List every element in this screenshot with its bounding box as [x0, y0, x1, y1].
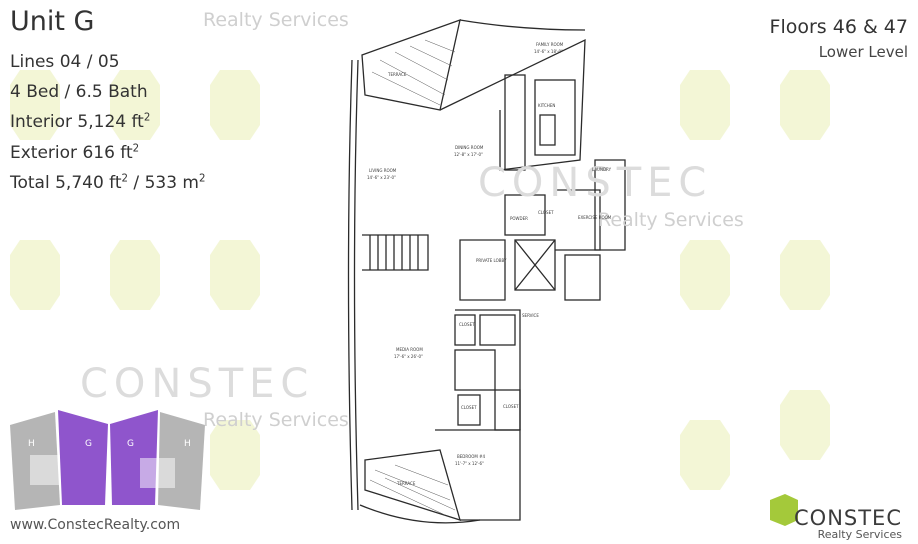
keyplan-label-g-left: G	[85, 439, 92, 449]
room-closet-a: CLOSET	[538, 210, 554, 215]
room-bedroom-dim: 11'-7" x 12'-6"	[455, 461, 484, 466]
watermark-realty-right: Realty Services	[598, 209, 744, 231]
room-private-lobby-1: PRIVATE LOBBY	[476, 258, 507, 263]
watermark-constec-right: CONSTEC	[478, 160, 713, 206]
watermark-realty-left: Realty Services	[203, 409, 349, 431]
website-link[interactable]: www.ConstecRealty.com	[10, 517, 181, 533]
logo-name: CONSTEC	[794, 506, 902, 530]
terrace-hatching	[369, 39, 456, 516]
spec-total: Total 5,740 ft2 / 533 m2	[10, 173, 206, 193]
room-dining: DINING ROOM	[455, 145, 484, 150]
keyplan-label-h-left: H	[28, 439, 35, 449]
room-media-dim: 17'-6" x 26'-0"	[394, 354, 423, 359]
floor-plan	[347, 18, 626, 524]
keyplan-label-g-right: G	[127, 439, 134, 449]
room-bedroom: BEDROOM #4	[457, 454, 486, 459]
room-closet-d: CLOSET	[503, 404, 519, 409]
room-service: SERVICE	[522, 313, 539, 318]
spec-interior: Interior 5,124 ft2	[10, 112, 151, 132]
watermark-constec-left: CONSTEC	[80, 361, 315, 407]
background-pattern	[10, 70, 830, 490]
room-powder: POWDER	[510, 216, 528, 221]
unit-title: Unit G	[10, 6, 95, 37]
spec-exterior: Exterior 616 ft2	[10, 143, 140, 163]
spec-lines: Lines 04 / 05	[10, 52, 120, 72]
key-plan	[10, 410, 205, 510]
room-closet-b: CLOSET	[459, 322, 475, 327]
room-dining-dim: 12'-8" x 17'-0"	[454, 152, 483, 157]
room-terrace-top: TERRACE	[388, 72, 407, 77]
room-closet-c: CLOSET	[461, 405, 477, 410]
room-living: LIVING ROOM	[369, 168, 397, 173]
floors-label: Floors 46 & 47	[769, 16, 908, 38]
room-exercise: EXERCISE ROOM	[578, 215, 612, 220]
room-media: MEDIA ROOM	[396, 347, 423, 352]
constec-logo-icon	[770, 494, 798, 526]
spec-beds: 4 Bed / 6.5 Bath	[10, 82, 148, 102]
room-laundry: LAUNDRY	[592, 167, 612, 172]
keyplan-label-h-right: H	[184, 439, 191, 449]
room-family: FAMILY ROOM	[536, 42, 564, 47]
room-kitchen: KITCHEN	[538, 103, 556, 108]
room-terrace-bottom: TERRACE	[397, 481, 416, 486]
room-living-dim: 14'-6" x 23'-0"	[367, 175, 396, 180]
logo-sub: Realty Services	[817, 528, 902, 541]
watermark-realty-top: Realty Services	[203, 9, 349, 31]
room-family-dim: 14'-6" x 18'-0"	[534, 49, 563, 54]
floors-level: Lower Level	[818, 43, 908, 61]
